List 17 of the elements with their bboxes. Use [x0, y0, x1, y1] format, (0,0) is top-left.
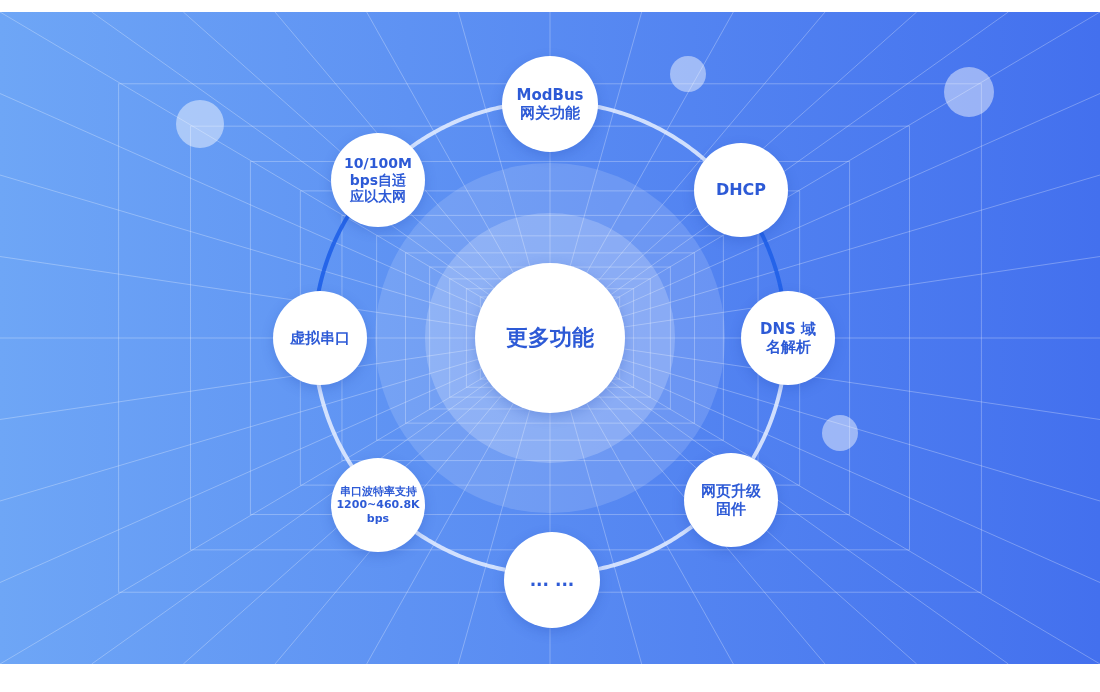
- ring-connector: [596, 104, 707, 162]
- node-label: DNS 域名解析: [759, 320, 817, 356]
- node-label: ModBus 网关功能: [515, 86, 585, 122]
- ring-connector: [316, 214, 351, 293]
- ring-connector: [414, 530, 506, 572]
- node-label: 更多功能: [505, 324, 595, 352]
- ring-connector: [316, 383, 354, 468]
- ring-connector: [751, 383, 784, 460]
- ring-connector: [759, 231, 784, 293]
- node-label: 串口波特率支持 1200~460.8K bps: [336, 485, 420, 525]
- node-label: 虚拟串口: [289, 329, 351, 347]
- node-label: ... ...: [528, 569, 576, 591]
- node-label: DHCP: [714, 180, 768, 200]
- ring-connector: [409, 104, 504, 150]
- node-label: 10/100M bps自适应以太网: [344, 154, 412, 206]
- ring-connector: [598, 524, 694, 571]
- node-label: 网页升级固件: [700, 482, 762, 518]
